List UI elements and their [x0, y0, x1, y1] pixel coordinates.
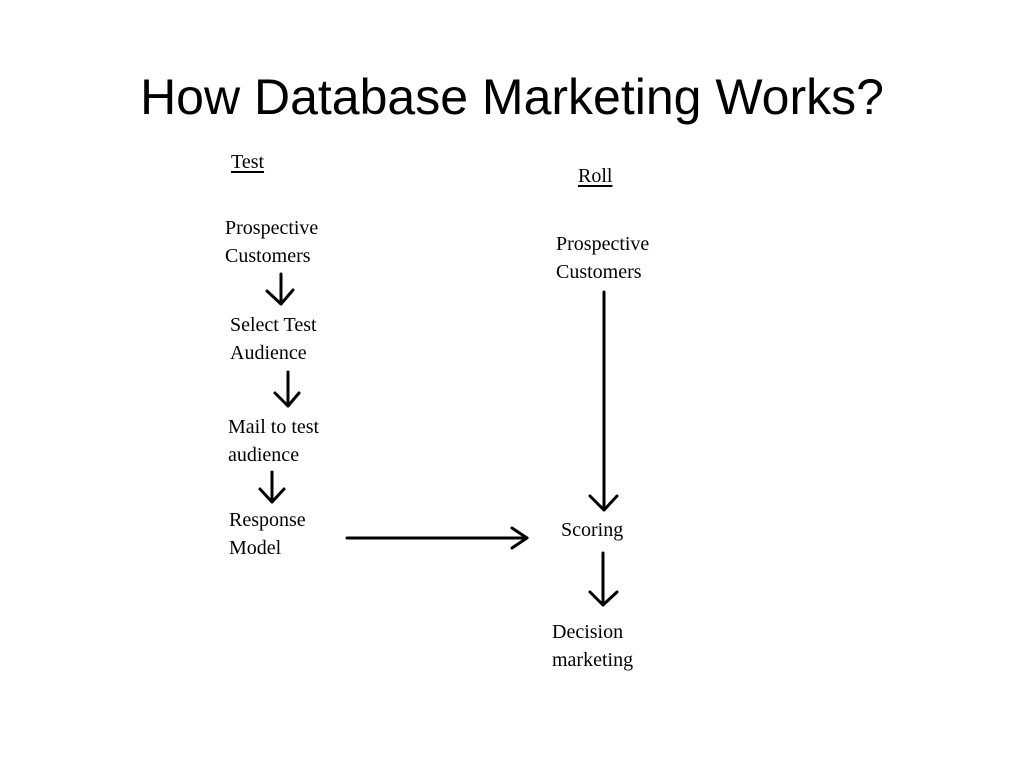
- test-step-3-line1: Mail to test: [228, 416, 320, 438]
- test-step-select-test-audience: Select Test Audience: [230, 311, 317, 367]
- roll-heading: Roll: [578, 165, 613, 187]
- roll-decision-marketing: Decision marketing: [552, 618, 633, 674]
- arrow-down-test-2: [273, 370, 301, 408]
- roll-end-line2: marketing: [552, 649, 634, 671]
- test-step-1-line2: Customers: [225, 245, 311, 267]
- roll-start-line2: Customers: [556, 261, 642, 283]
- test-step-mail-to-test-audience: Mail to test audience: [228, 413, 319, 469]
- arrow-down-roll-2: [588, 551, 619, 607]
- test-step-1-line1: Prospective: [225, 217, 319, 239]
- arrow-down-test-1: [265, 272, 295, 306]
- test-step-2-line1: Select Test: [230, 314, 317, 336]
- test-step-4-line1: Response: [229, 509, 306, 531]
- arrow-right-response-to-scoring: [345, 526, 529, 550]
- roll-end-line1: Decision: [552, 621, 624, 643]
- test-step-2-line2: Audience: [230, 342, 307, 364]
- test-step-4-line2: Model: [229, 537, 282, 559]
- roll-start-line1: Prospective: [556, 233, 650, 255]
- arrow-down-roll-1: [588, 290, 619, 512]
- test-step-3-line2: audience: [228, 444, 300, 466]
- roll-prospective-customers: Prospective Customers: [556, 230, 649, 286]
- test-heading: Test: [231, 151, 265, 173]
- arrow-down-test-3: [258, 470, 286, 504]
- test-step-prospective-customers: Prospective Customers: [225, 214, 318, 270]
- slide-title: How Database Marketing Works?: [140, 69, 884, 125]
- test-step-response-model: Response Model: [229, 506, 306, 562]
- roll-scoring: Scoring: [561, 519, 624, 541]
